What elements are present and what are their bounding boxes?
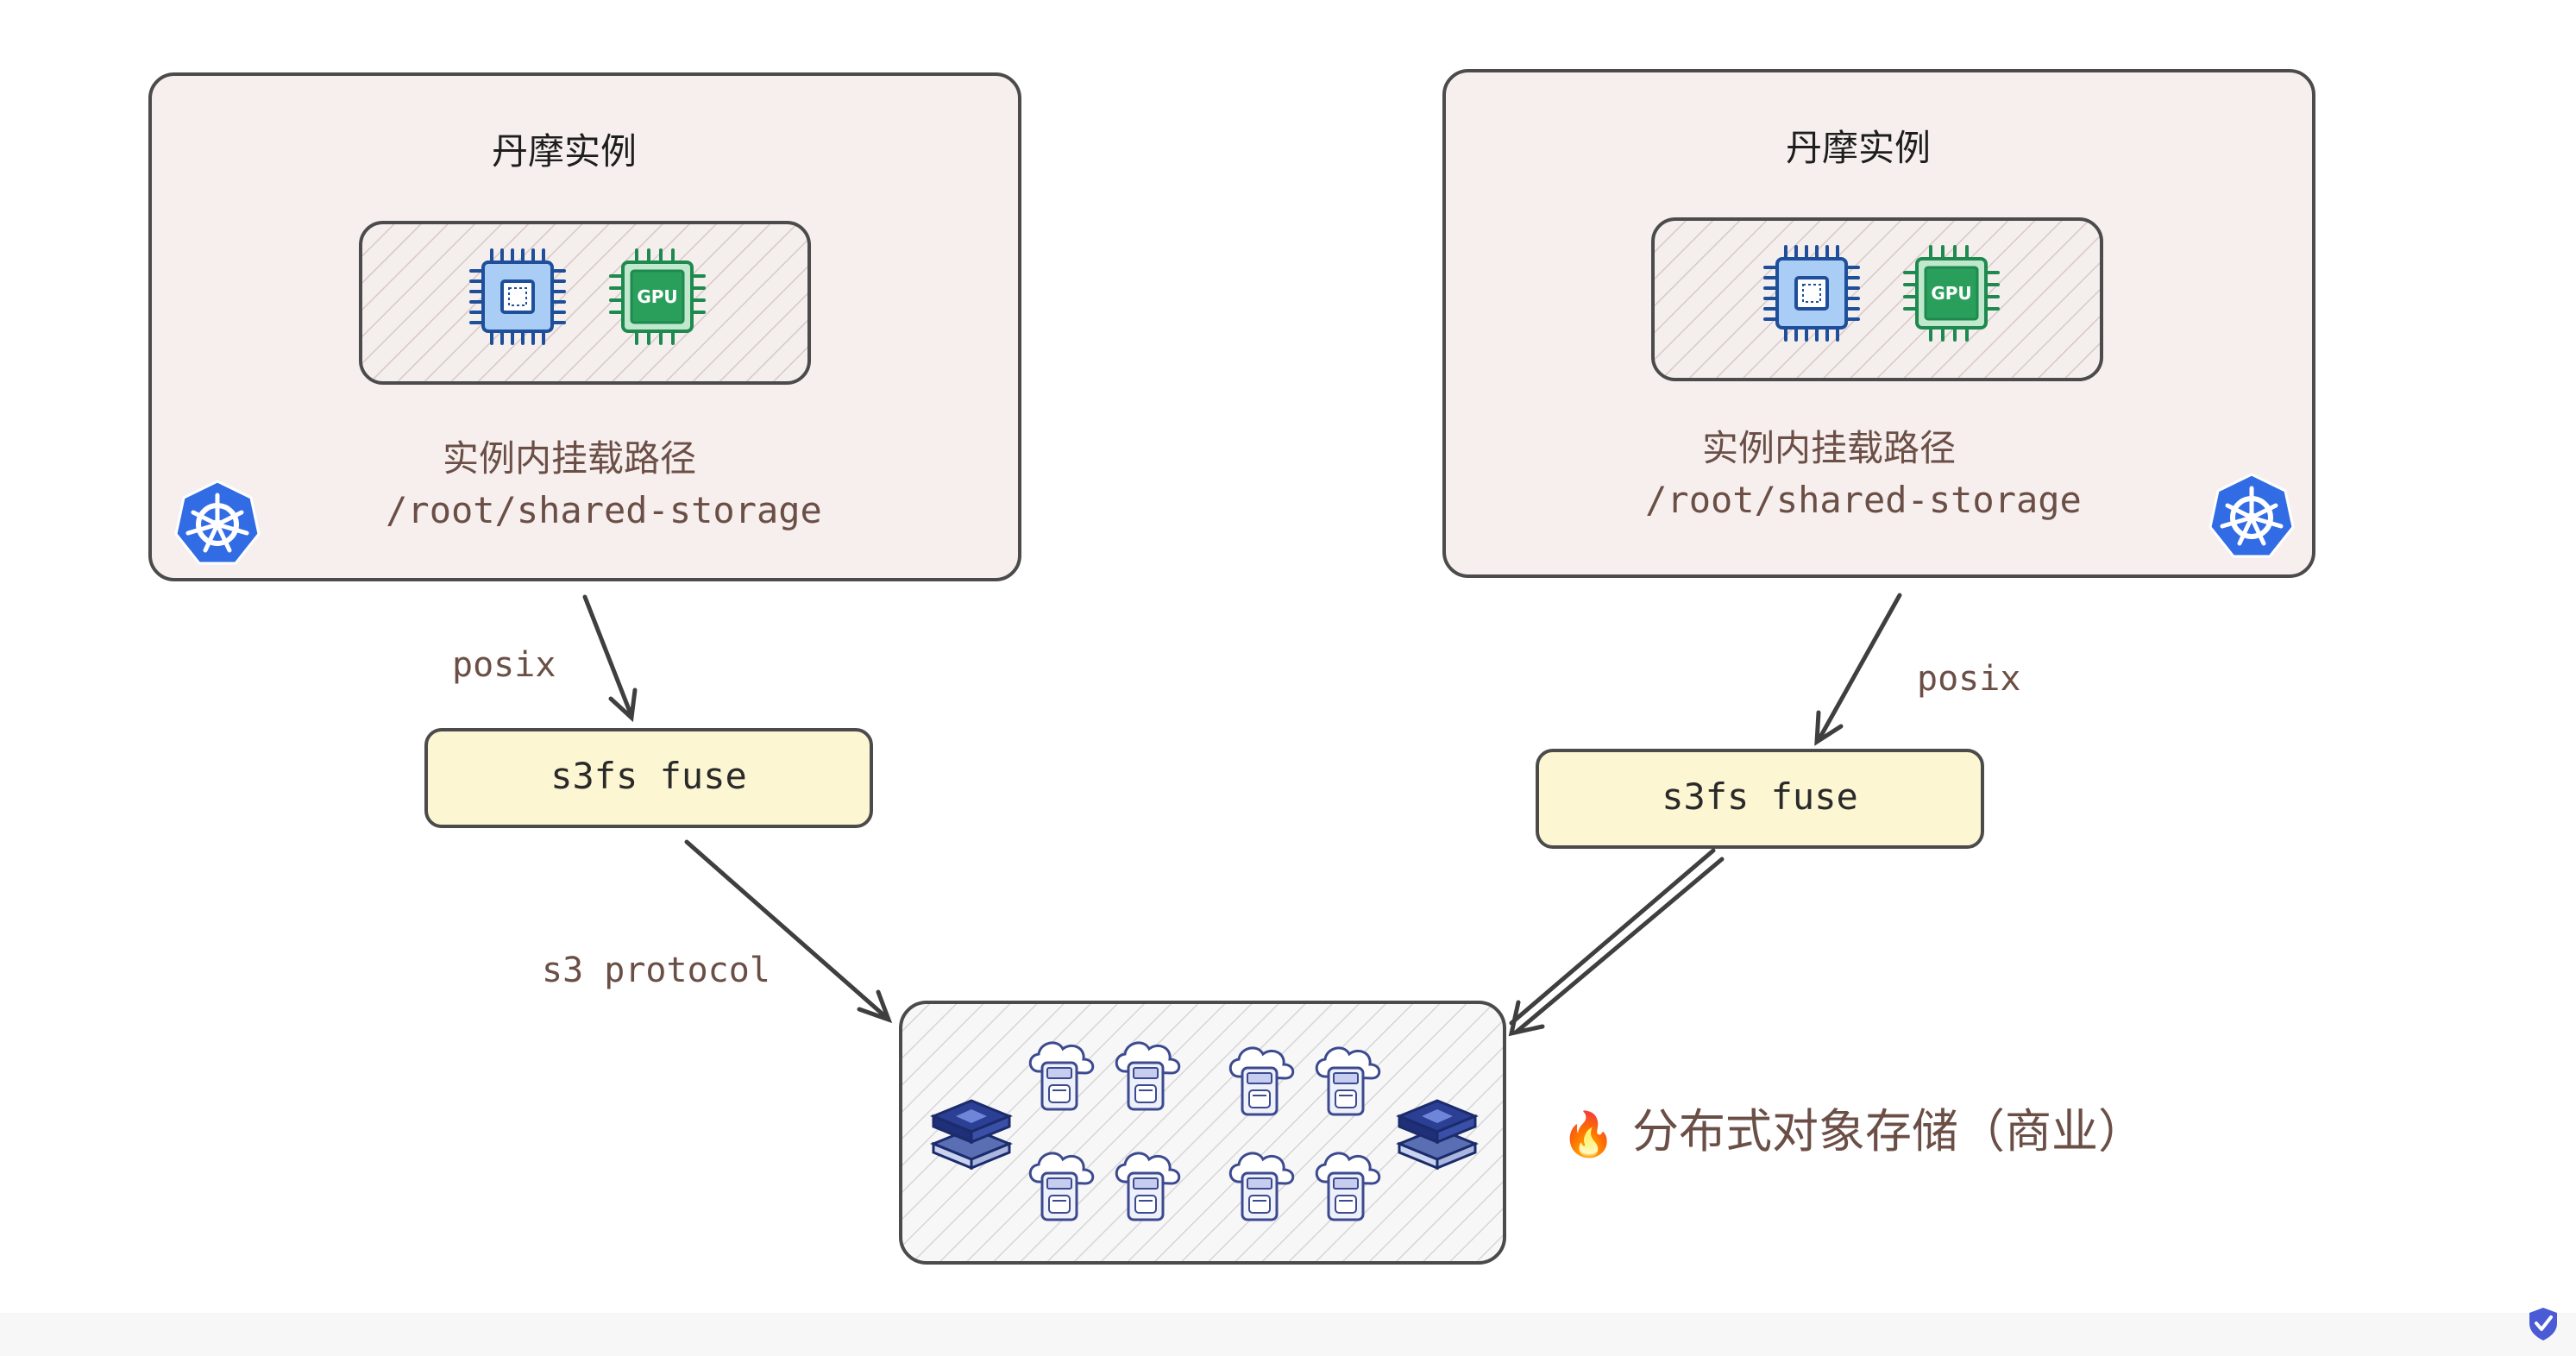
arrow-posix-left xyxy=(582,594,638,723)
fuse-box-right xyxy=(1536,749,1984,849)
instance-title-left: 丹摩实例 xyxy=(492,130,637,173)
gpu-icon: GPU xyxy=(609,248,706,345)
fuse-label-left: s3fs fuse xyxy=(550,755,747,797)
edge-label-posix-right: posix xyxy=(1917,659,2020,699)
cpu-icon xyxy=(1763,245,1860,342)
edge-label-posix-left: posix xyxy=(452,645,556,685)
gpu-icon: GPU xyxy=(1903,245,2000,342)
compute-box-right xyxy=(1651,217,2103,381)
mount-path-left: /root/shared-storage xyxy=(386,489,822,531)
arrow-s3-right xyxy=(1508,848,1725,1037)
gpu-label: GPU xyxy=(1931,283,1971,304)
mount-label-right: 实例内挂载路径 xyxy=(1702,427,1956,469)
arrow-s3-left xyxy=(684,839,893,1024)
gpu-label: GPU xyxy=(637,286,677,307)
arrow-posix-right xyxy=(1814,593,1902,746)
cpu-icon xyxy=(469,248,566,345)
instance-title-right: 丹摩实例 xyxy=(1786,127,1931,169)
fuse-box-left xyxy=(424,728,873,828)
bottom-bar xyxy=(0,1313,2576,1356)
mount-label-left: 实例内挂载路径 xyxy=(443,437,696,480)
compute-box-left xyxy=(359,221,811,385)
fuse-label-right: s3fs fuse xyxy=(1662,775,1858,818)
edge-label-s3-protocol: s3 protocol xyxy=(542,951,770,990)
storage-label: 分布式对象存储（商业） xyxy=(1632,1104,2145,1158)
shield-check-icon xyxy=(2529,1308,2557,1340)
fire-icon: 🔥 xyxy=(1561,1109,1615,1159)
mount-path-right: /root/shared-storage xyxy=(1645,479,2082,521)
